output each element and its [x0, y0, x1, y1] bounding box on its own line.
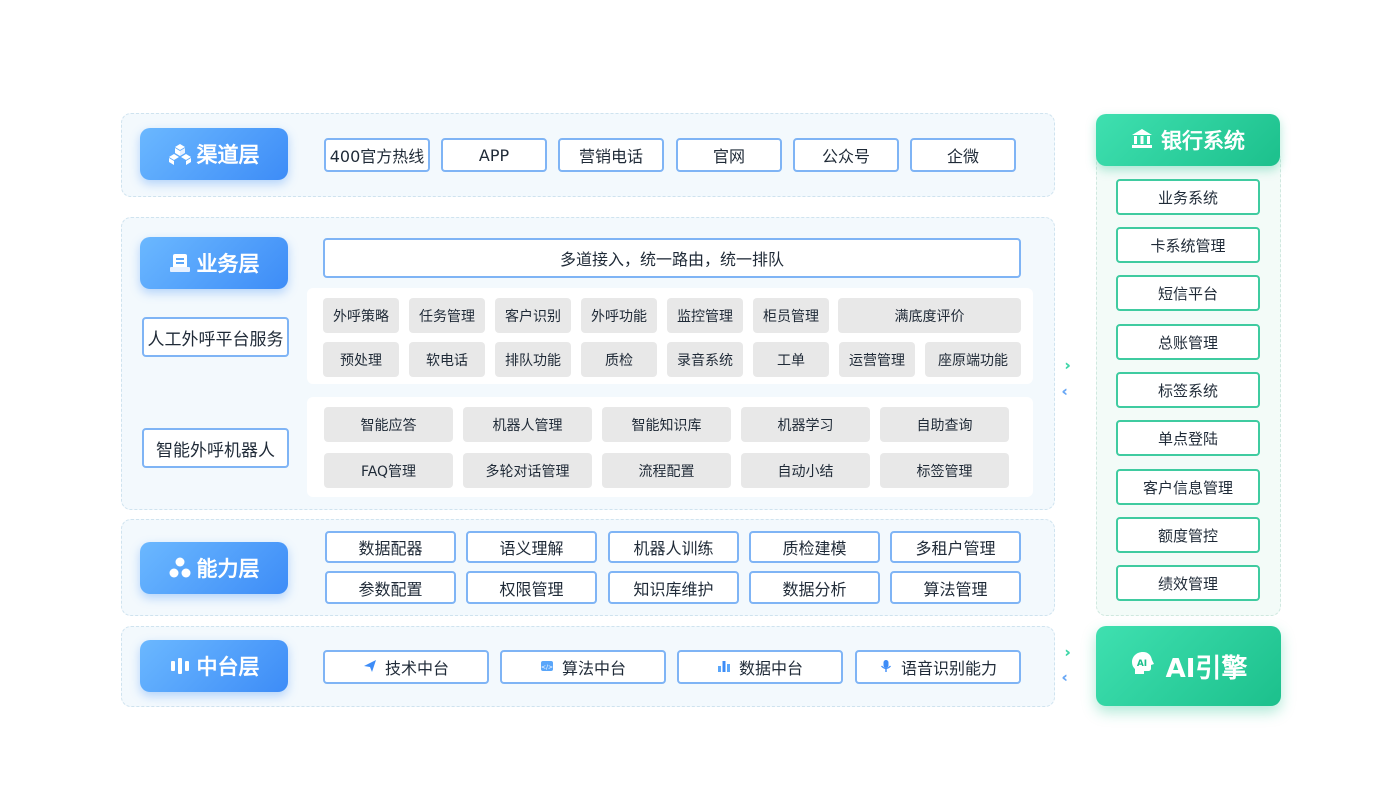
channel-item: 公众号 [793, 138, 899, 172]
middle-item-speech: 语音识别能力 [855, 650, 1021, 684]
robot-feature: 自动小结 [741, 453, 870, 488]
middle-item-label: 数据中台 [738, 659, 803, 678]
bank-icon [1131, 127, 1153, 154]
robot-feature: 多轮对话管理 [463, 453, 592, 488]
capability-item: 权限管理 [466, 571, 597, 604]
recycle-triangle-icon [169, 557, 191, 579]
channel-item: 官网 [676, 138, 782, 172]
robot-feature: 流程配置 [602, 453, 731, 488]
middle-item-label: 语音识别能力 [900, 659, 997, 678]
manual-feature: 柜员管理 [753, 298, 829, 333]
svg-text:AI: AI [1136, 659, 1146, 669]
capability-layer-title-text: 能力层 [196, 557, 260, 581]
cubes-icon [168, 143, 191, 165]
channel-layer-title-text: 渠道层 [196, 143, 260, 167]
business-layer-title: 业务层 [140, 237, 288, 289]
ai-engine-title: AI引擎 [1165, 653, 1248, 684]
manual-feature: 外呼功能 [581, 298, 657, 333]
capability-item: 算法管理 [890, 571, 1021, 604]
robot-feature: 标签管理 [880, 453, 1009, 488]
middle-item-label: 技术中台 [384, 659, 449, 678]
bank-system-item: 总账管理 [1116, 324, 1260, 360]
robot-outbound-label: 智能外呼机器人 [142, 428, 289, 468]
bank-system-item: 绩效管理 [1116, 565, 1260, 601]
bank-system-item: 卡系统管理 [1116, 227, 1260, 263]
capability-item: 语义理解 [466, 531, 597, 563]
middle-layer-title: 中台层 [140, 640, 288, 692]
bank-system-title-text: 银行系统 [1161, 129, 1245, 153]
channel-item: APP [441, 138, 547, 172]
bars-icon [169, 655, 191, 677]
bank-system-item: 业务系统 [1116, 179, 1260, 215]
capability-item: 知识库维护 [608, 571, 739, 604]
robot-feature: 机器人管理 [463, 407, 592, 442]
bank-system-item: 额度管控 [1116, 517, 1260, 553]
manual-feature: 预处理 [323, 342, 399, 377]
capability-item: 机器人训练 [608, 531, 739, 563]
svg-text:</>: </> [541, 664, 553, 671]
capability-item: 多租户管理 [890, 531, 1021, 563]
manual-feature: 质检 [581, 342, 657, 377]
middle-layer-title-text: 中台层 [196, 655, 260, 679]
send-icon [363, 658, 377, 677]
manual-feature: 排队功能 [495, 342, 571, 377]
document-stack-icon [169, 252, 191, 274]
manual-feature: 满底度评价 [838, 298, 1021, 333]
manual-feature: 工单 [753, 342, 829, 377]
manual-feature: 监控管理 [667, 298, 743, 333]
manual-feature: 座原端功能 [925, 342, 1021, 377]
capability-item: 数据配器 [325, 531, 456, 563]
robot-feature: 机器学习 [741, 407, 870, 442]
bank-system-item: 短信平台 [1116, 275, 1260, 311]
manual-feature: 录音系统 [667, 342, 743, 377]
manual-feature: 软电话 [409, 342, 485, 377]
middle-item-label: 算法中台 [561, 659, 626, 678]
ai-head-icon: AI [1130, 650, 1156, 683]
business-layer-title-text: 业务层 [196, 252, 260, 276]
capability-item: 数据分析 [749, 571, 880, 604]
robot-feature: 自助查询 [880, 407, 1009, 442]
middle-item-algo: </> 算法中台 [500, 650, 666, 684]
manual-feature: 运营管理 [839, 342, 915, 377]
channel-item: 企微 [910, 138, 1016, 172]
code-icon: </> [540, 658, 554, 677]
middle-item-tech: 技术中台 [323, 650, 489, 684]
robot-feature: 智能知识库 [602, 407, 731, 442]
robot-feature: 智能应答 [324, 407, 453, 442]
bank-system-item: 客户信息管理 [1116, 469, 1260, 505]
robot-feature: FAQ管理 [324, 453, 453, 488]
middle-item-data: 数据中台 [677, 650, 843, 684]
bank-system-item: 标签系统 [1116, 372, 1260, 408]
microphone-icon [879, 658, 893, 677]
bank-system-title: 银行系统 [1096, 114, 1280, 166]
channel-item: 营销电话 [558, 138, 664, 172]
manual-feature: 任务管理 [409, 298, 485, 333]
business-banner: 多道接入，统一路由，统一排队 [323, 238, 1021, 278]
manual-feature: 客户识别 [495, 298, 571, 333]
bar-chart-icon [717, 658, 731, 677]
channel-layer-title: 渠道层 [140, 128, 288, 180]
capability-item: 质检建模 [749, 531, 880, 563]
manual-feature: 外呼策略 [323, 298, 399, 333]
ai-engine-box: AI AI引擎 [1096, 626, 1281, 706]
bank-system-item: 单点登陆 [1116, 420, 1260, 456]
manual-outbound-label: 人工外呼平台服务 [142, 317, 289, 357]
capability-item: 参数配置 [325, 571, 456, 604]
capability-layer-title: 能力层 [140, 542, 288, 594]
channel-item: 400官方热线 [324, 138, 430, 172]
